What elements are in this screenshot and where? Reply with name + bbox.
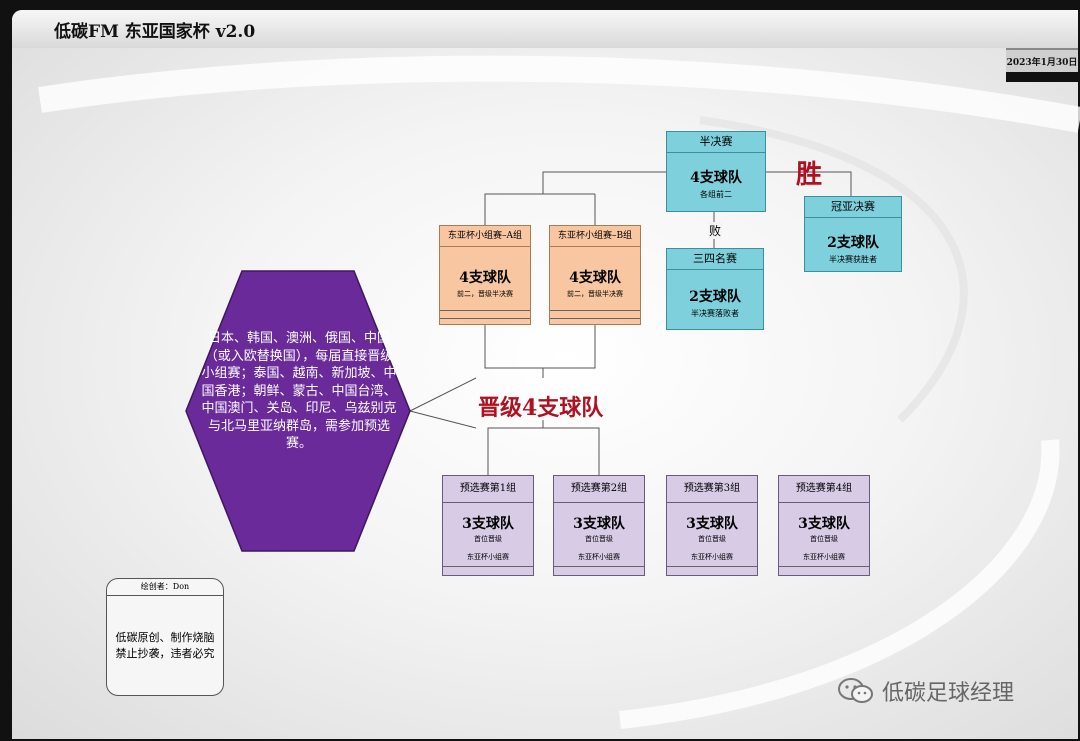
- qualifier-1-target: 东亚杯小组赛: [467, 553, 509, 561]
- author-note-body: 低碳原创、制作烧脑 禁止抄袭，违者必究: [107, 630, 223, 662]
- group-a-header: 东亚杯小组赛–A组: [440, 226, 530, 247]
- hexagon-text: 日本、韩国、澳洲、俄国、中国（或入欧替换国），每届直接晋级小组赛；泰国、越南、新…: [201, 331, 397, 451]
- qualifier-2-target: 东亚杯小组赛: [578, 553, 620, 561]
- group-a-box: 东亚杯小组赛–A组 4支球队 前二，晋级半决赛: [439, 225, 531, 325]
- qualifier-group-2-box: 预选赛第2组 3支球队 首位晋级 东亚杯小组赛: [553, 475, 645, 576]
- group-b-note: 前二，晋级半决赛: [567, 290, 623, 298]
- watermark-text: 低碳足球经理: [882, 681, 1015, 706]
- wechat-icon: [838, 678, 873, 703]
- third-place-note: 半决赛落败者: [691, 309, 739, 318]
- group-b-divider-2: [550, 318, 640, 319]
- final-box: 冠亚决赛 2支球队 半决赛获胜者: [804, 196, 902, 272]
- qualifier-1-header: 预选赛第1组: [443, 476, 533, 503]
- third-place-teams: 2支球队: [689, 289, 741, 305]
- title-bar: [12, 10, 1078, 48]
- advance-label: 晋级4支球队: [478, 395, 604, 421]
- qualifier-4-note: 首位晋级: [810, 535, 838, 543]
- qualifier-1-teams: 3支球队: [462, 516, 514, 532]
- final-note: 半决赛获胜者: [829, 255, 877, 264]
- qualifier-3-note: 首位晋级: [698, 535, 726, 543]
- author-note-box: 绘创者：Don 低碳原创、制作烧脑 禁止抄袭，违者必究: [106, 578, 224, 696]
- qualifier-2-note: 首位晋级: [585, 535, 613, 543]
- qualifier-3-target: 东亚杯小组赛: [691, 553, 733, 561]
- lose-label: 败: [708, 222, 723, 239]
- group-b-box: 东亚杯小组赛–B组 4支球队 前二，晋级半决赛: [549, 225, 641, 325]
- win-label: 胜: [796, 160, 823, 190]
- author-note-line-2: 禁止抄袭，违者必究: [115, 647, 215, 660]
- third-place-header: 三四名赛: [667, 249, 763, 270]
- author-note-header: 绘创者：Don: [107, 579, 223, 596]
- final-header: 冠亚决赛: [805, 197, 901, 218]
- qualifier-group-4-box: 预选赛第4组 3支球队 首位晋级 东亚杯小组赛: [778, 475, 870, 576]
- qualifier-2-header: 预选赛第2组: [554, 476, 644, 503]
- qualifier-4-target: 东亚杯小组赛: [803, 553, 845, 561]
- group-a-divider-2: [440, 318, 530, 319]
- qualifier-4-divider: [779, 566, 869, 567]
- group-a-teams: 4支球队: [459, 270, 511, 286]
- qualifier-1-divider: [443, 566, 533, 567]
- group-b-teams: 4支球队: [569, 270, 621, 286]
- semifinal-box: 半决赛 4支球队 各组前二: [666, 131, 766, 212]
- qualifier-3-teams: 3支球队: [686, 516, 738, 532]
- qualifier-2-divider: [554, 566, 644, 567]
- qualifier-3-divider: [667, 566, 757, 567]
- qualifier-2-teams: 3支球队: [573, 516, 625, 532]
- qualifier-group-3-box: 预选赛第3组 3支球队 首位晋级 东亚杯小组赛: [666, 475, 758, 576]
- group-a-note: 前二，晋级半决赛: [457, 290, 513, 298]
- group-b-divider: [550, 310, 640, 311]
- qualifier-1-note: 首位晋级: [474, 535, 502, 543]
- hexagon-shape: [185, 270, 411, 552]
- qualifier-4-header: 预选赛第4组: [779, 476, 869, 503]
- third-place-box: 三四名赛 2支球队 半决赛落败者: [666, 248, 764, 330]
- author-note-line-1: 低碳原创、制作烧脑: [115, 631, 215, 644]
- final-teams: 2支球队: [827, 235, 879, 251]
- date-underline: [1006, 72, 1078, 82]
- qualifier-group-1-box: 预选赛第1组 3支球队 首位晋级 东亚杯小组赛: [442, 475, 534, 576]
- semifinal-teams: 4支球队: [690, 170, 742, 186]
- group-a-divider: [440, 310, 530, 311]
- semifinal-note: 各组前二: [700, 190, 732, 199]
- qualifier-3-header: 预选赛第3组: [667, 476, 757, 503]
- semifinal-header: 半决赛: [667, 132, 765, 153]
- watermark: 低碳足球经理: [836, 675, 1014, 707]
- app-title: 低碳FM 东亚国家杯 v2.0: [54, 22, 256, 42]
- date-label: 2023年1月30日: [1006, 48, 1078, 72]
- group-b-header: 东亚杯小组赛–B组: [550, 226, 640, 247]
- qualifier-4-teams: 3支球队: [798, 516, 850, 532]
